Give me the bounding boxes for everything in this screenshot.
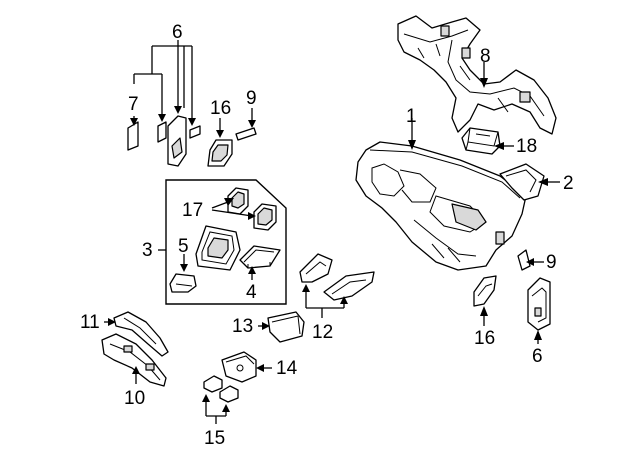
callout-9-top: 9 (246, 88, 257, 109)
callout-6-right: 6 (532, 346, 543, 367)
callout-13: 13 (232, 316, 253, 337)
part-6-side-cover-right (527, 277, 551, 331)
callout-10: 10 (124, 388, 145, 409)
callout-8: 8 (480, 46, 491, 67)
callout-18: 18 (516, 136, 537, 157)
callout-7: 7 (128, 94, 139, 115)
callout-12: 12 (312, 322, 333, 343)
part-12-trims (299, 253, 375, 301)
part-15-fasteners (203, 375, 239, 403)
callout-9-right: 9 (546, 252, 557, 273)
part-18-module (461, 127, 501, 155)
part-3-center-bezel (195, 225, 241, 271)
part-7-panel (127, 121, 139, 151)
callout-5: 5 (178, 236, 189, 257)
part-13-cover (267, 311, 305, 343)
part-5-knob (169, 273, 197, 293)
part-1-instrument-panel (355, 141, 527, 271)
callout-2: 2 (563, 173, 574, 194)
leader-lines (104, 40, 560, 424)
part-11-brace (113, 311, 169, 357)
part-10-lower-panel (101, 333, 167, 387)
group-box-part-3 (165, 179, 287, 305)
callout-labels: 1 8 18 2 9 16 6 6 7 16 9 17 3 5 4 12 13 … (80, 22, 574, 449)
part-4-panel (239, 245, 281, 269)
callout-4: 4 (246, 282, 257, 303)
part-9-clip-left (235, 127, 257, 141)
callout-14: 14 (276, 358, 298, 379)
part-16-vent-bezel-right (473, 275, 497, 307)
callout-15: 15 (204, 428, 225, 449)
part-6-side-panels-left (157, 115, 201, 167)
part-16-vent-bezel-left (207, 139, 233, 167)
callout-11: 11 (80, 312, 100, 333)
part-2-end-trim (499, 163, 545, 201)
part-8-reinforcement-beam (397, 15, 557, 135)
part-17-switches (227, 187, 277, 231)
callout-1: 1 (406, 106, 417, 127)
callout-17: 17 (182, 200, 203, 221)
callout-3: 3 (142, 240, 153, 261)
part-14-bracket (221, 351, 257, 383)
callout-6-top: 6 (172, 22, 183, 43)
callout-16-right: 16 (474, 328, 495, 349)
part-9-clip-right (517, 249, 531, 271)
callout-16-top: 16 (210, 98, 231, 119)
